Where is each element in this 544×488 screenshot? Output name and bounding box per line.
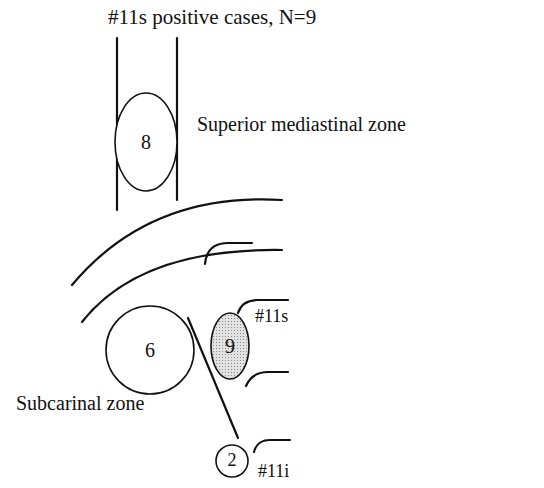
lymph-node-oval-shaded: 9 [210, 312, 250, 380]
title: #11s positive cases, N=9 [108, 6, 316, 29]
node-ellipse [216, 445, 248, 477]
branch-line [205, 243, 252, 264]
node-number: 6 [145, 339, 155, 361]
trachea-wall [176, 38, 178, 200]
node-number: 9 [225, 335, 235, 357]
node-ellipse [115, 93, 177, 191]
bronchus-wall [72, 199, 282, 285]
branch-line [254, 440, 290, 452]
lymph-node-oval: 6 [105, 305, 195, 395]
zone-label: Superior mediastinal zone [197, 113, 406, 135]
station-label: #11s [255, 307, 288, 327]
node-number: 2 [228, 451, 237, 471]
node-ellipse [211, 313, 249, 379]
node-number: 8 [141, 131, 151, 153]
station-label: #11i [258, 462, 289, 482]
lymph-node-circle: 2 [215, 444, 249, 478]
lymph-node-oval: 8 [114, 92, 178, 192]
node-ellipse [106, 306, 194, 394]
branch-line [246, 372, 288, 386]
zone-label: Subcarinal zone [16, 392, 144, 414]
bronchus-wall [82, 250, 282, 322]
